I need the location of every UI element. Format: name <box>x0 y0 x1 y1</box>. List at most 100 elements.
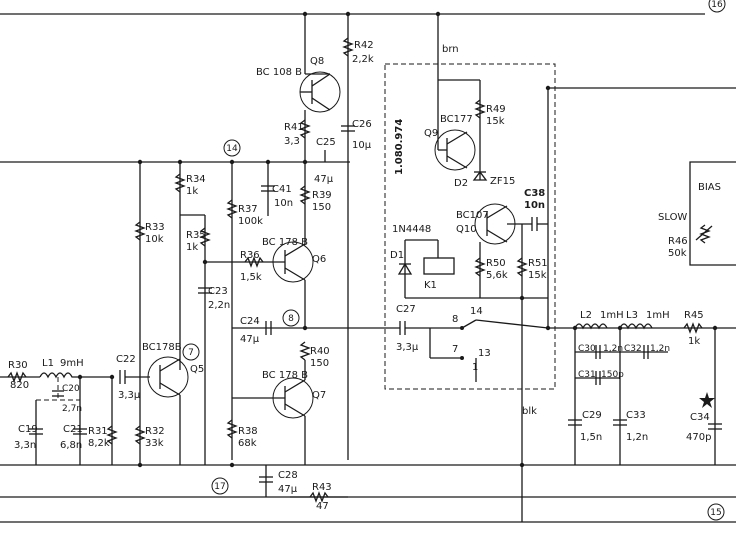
svg-text:3,3: 3,3 <box>284 136 300 147</box>
svg-text:C24: C24 <box>240 316 260 327</box>
svg-text:16: 16 <box>711 0 723 10</box>
svg-text:C41: C41 <box>272 184 292 195</box>
svg-text:1,2n: 1,2n <box>603 344 623 354</box>
svg-text:R42: R42 <box>354 40 374 51</box>
svg-text:R38: R38 <box>238 426 258 437</box>
resistor-r37: R37 100k <box>226 199 263 227</box>
svg-text:47: 47 <box>316 501 329 512</box>
inductor-l3: L3 1mH <box>619 310 670 330</box>
svg-text:3,3n: 3,3n <box>14 440 36 451</box>
svg-text:Q6: Q6 <box>312 254 326 265</box>
svg-text:14: 14 <box>470 306 483 317</box>
resistor-r39: R39 150 <box>299 162 332 230</box>
transistor-q5: BC178B Q5 <box>142 342 204 465</box>
svg-text:1,5n: 1,5n <box>580 432 602 443</box>
svg-text:R46: R46 <box>668 236 688 247</box>
svg-text:C30: C30 <box>578 344 596 354</box>
svg-text:R33: R33 <box>145 222 165 233</box>
resistor-r45: R45 1k <box>683 310 704 347</box>
resistor-r33: R33 10k <box>134 221 165 245</box>
svg-text:C21: C21 <box>63 424 83 435</box>
capacitor-c19: C19 3,3n <box>14 400 43 465</box>
svg-text:R45: R45 <box>684 310 704 321</box>
svg-text:C27: C27 <box>396 304 416 315</box>
capacitor-c31: C31 150p <box>575 370 624 385</box>
svg-text:2,2k: 2,2k <box>352 54 374 65</box>
svg-text:Q9: Q9 <box>424 128 438 139</box>
svg-text:14: 14 <box>226 144 238 154</box>
svg-text:1mH: 1mH <box>646 310 670 321</box>
diode-d2: D2 ZF15 <box>454 170 515 189</box>
svg-text:Q8: Q8 <box>310 56 324 67</box>
svg-text:L2: L2 <box>580 310 592 321</box>
svg-text:BC177: BC177 <box>440 114 473 125</box>
svg-text:68k: 68k <box>238 438 257 449</box>
capacitor-c22: C22 3,3µ <box>116 354 150 401</box>
svg-text:7: 7 <box>452 344 458 355</box>
svg-text:47µ: 47µ <box>314 174 334 185</box>
svg-text:13: 13 <box>478 348 491 359</box>
svg-text:7: 7 <box>188 348 194 358</box>
svg-text:R35: R35 <box>186 230 206 241</box>
capacitor-c38: C38 10n <box>507 188 548 231</box>
svg-text:brn: brn <box>442 44 459 55</box>
svg-text:C23: C23 <box>208 286 228 297</box>
transistor-q8: BC 108 B Q8 <box>256 14 341 113</box>
svg-text:C29: C29 <box>582 410 602 421</box>
capacitor-c25: C25 47µ <box>314 137 336 185</box>
resistor-r41: R41 3,3 <box>284 110 311 162</box>
inductor-l2: L2 1mH <box>574 310 624 330</box>
svg-text:L3: L3 <box>626 310 638 321</box>
transistor-q10: BC107 Q10 <box>456 203 516 245</box>
junction-dots <box>77 11 718 468</box>
svg-text:BC107: BC107 <box>456 210 489 221</box>
diode-d1: 1N4448 D1 <box>390 224 431 298</box>
svg-text:1k: 1k <box>688 336 700 347</box>
node-7: 7 <box>182 343 200 361</box>
svg-text:BC178B: BC178B <box>142 342 182 353</box>
svg-text:R34: R34 <box>186 174 206 185</box>
svg-text:D2: D2 <box>454 178 468 189</box>
capacitor-c20: C20 2,7n <box>52 377 82 414</box>
node-14: 14 <box>223 139 241 157</box>
capacitor-c26: C26 10µ <box>341 119 372 151</box>
svg-text:Q10: Q10 <box>456 224 477 235</box>
svg-text:C25: C25 <box>316 137 336 148</box>
svg-text:D1: D1 <box>390 250 404 261</box>
svg-text:R43: R43 <box>312 482 332 493</box>
svg-text:BC 108 B: BC 108 B <box>256 67 302 78</box>
transistor-q9: BC177 Q9 <box>424 80 476 171</box>
svg-text:1,2n: 1,2n <box>626 432 648 443</box>
svg-text:1: 1 <box>472 362 478 373</box>
svg-text:2,2n: 2,2n <box>208 300 230 311</box>
svg-text:50k: 50k <box>668 248 687 259</box>
svg-text:C34: C34 <box>690 412 710 423</box>
svg-text:C22: C22 <box>116 354 136 365</box>
svg-text:150: 150 <box>310 358 329 369</box>
svg-text:15k: 15k <box>486 116 505 127</box>
capacitor-c32: C32 1,2n <box>620 344 670 359</box>
capacitor-c34: C34 470p <box>686 328 722 465</box>
svg-text:R36: R36 <box>240 250 260 261</box>
svg-text:1.080.974: 1.080.974 <box>394 119 405 175</box>
svg-text:R50: R50 <box>486 258 506 269</box>
svg-text:R40: R40 <box>310 346 330 357</box>
svg-text:C26: C26 <box>352 119 372 130</box>
svg-text:R32: R32 <box>145 426 165 437</box>
svg-text:1k: 1k <box>186 242 198 253</box>
resistor-r43: R43 47 <box>290 482 348 512</box>
node-17: 17 <box>211 477 229 495</box>
svg-text:BC 178 B: BC 178 B <box>262 237 308 248</box>
node-15: 15 <box>707 503 725 521</box>
svg-text:10k: 10k <box>145 234 164 245</box>
svg-text:R37: R37 <box>238 204 258 215</box>
node-8: 8 <box>282 309 300 327</box>
svg-text:C33: C33 <box>626 410 646 421</box>
capacitor-c30: C30 1,2n <box>575 344 623 359</box>
svg-text:2,7n: 2,7n <box>62 404 82 414</box>
svg-text:L1: L1 <box>42 358 54 369</box>
svg-text:BIAS: BIAS <box>698 182 721 193</box>
svg-text:47µ: 47µ <box>240 334 260 345</box>
